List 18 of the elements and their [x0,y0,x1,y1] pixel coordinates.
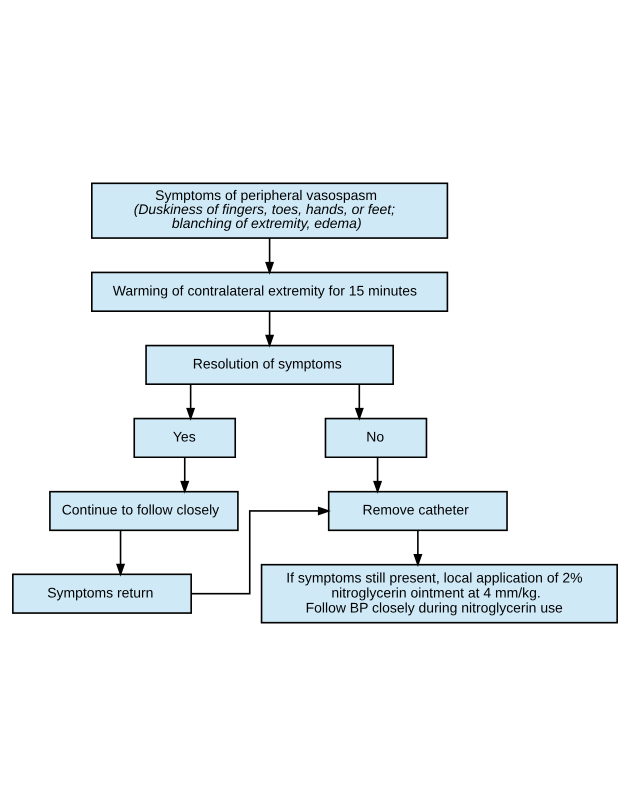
node-box: Symptoms of peripheral vasospasm (Duskiness of fingers, toes, hands, or feet; blanching of extremity, edema) [91,182,448,238]
node-box: No [324,417,428,458]
arrow [354,384,364,420]
node-box: Warming of contralateral extremity for 15 minutes [91,271,448,312]
node-box: Resolution of symptoms [145,344,394,384]
node-box: If symptoms still present, local application of 2% nitroglycerin ointment at 4 mm/kg. Follow BP closely during nitroglycerin use [260,563,618,623]
arrow [180,457,190,494]
node-box: Yes [133,417,236,458]
arrow [373,457,382,494]
arrow [116,530,126,576]
node-box: Symptoms return [12,573,192,614]
arrow [191,506,331,594]
arrow [265,310,274,348]
node-box: Remove catheter [328,490,508,531]
arrow [186,384,196,420]
arrow [413,530,422,566]
node-box: Continue to follow closely [49,490,239,531]
arrow [265,238,274,274]
